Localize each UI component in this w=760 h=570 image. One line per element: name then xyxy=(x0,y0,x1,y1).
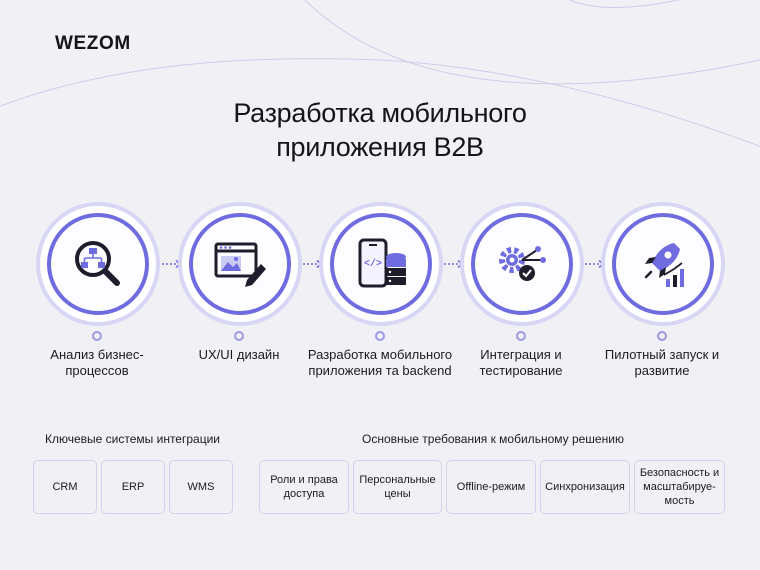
mobile-backend-icon: </> xyxy=(358,238,406,288)
process-analysis-icon xyxy=(75,241,120,286)
step-4-circle xyxy=(460,202,584,326)
step-3-icon-holder: </> xyxy=(330,213,432,315)
integration-chip-erp: ERP xyxy=(101,460,165,514)
step-1-label: Анализ бизнес-процессов xyxy=(50,347,144,378)
step-5-circle xyxy=(601,202,725,326)
requirement-chip-offline: Offline-режим xyxy=(446,460,536,514)
page-title: Разработка мобильного приложения B2B xyxy=(0,96,760,164)
step-3-circle: </> xyxy=(319,202,443,326)
integration-chip-crm: CRM xyxy=(33,460,97,514)
step-4-dot xyxy=(516,331,526,341)
step-2-dot xyxy=(234,331,244,341)
step-2-label: UX/UI дизайн xyxy=(198,347,280,362)
step-5-label: Пилотный запуск и развитие xyxy=(604,347,720,378)
title-line-1: Разработка мобильного xyxy=(233,98,527,128)
step-3-label: Разработка мобильного приложения та back… xyxy=(307,347,453,378)
step-2-circle xyxy=(178,202,302,326)
requirement-chip-sync: Синхронизация xyxy=(540,460,630,514)
integration-systems-heading: Ключевые системы интеграции xyxy=(45,432,220,446)
step-1-circle xyxy=(36,202,160,326)
requirements-heading: Основные требования к мобильному решению xyxy=(362,432,624,446)
requirement-chip-prices: Персональные цены xyxy=(353,460,442,514)
wezom-logo[interactable]: WEZOM xyxy=(55,33,131,54)
integration-chip-wms: WMS xyxy=(169,460,233,514)
step-1-dot xyxy=(92,331,102,341)
svg-text:</>: </> xyxy=(364,258,382,270)
step-4-icon-holder xyxy=(471,213,573,315)
title-line-2: приложения B2B xyxy=(276,132,484,162)
step-5-icon-holder xyxy=(612,213,714,315)
requirement-chip-security: Безопасность и масштабируе-мость xyxy=(634,460,725,514)
step-3-dot xyxy=(375,331,385,341)
rocket-launch-icon xyxy=(644,243,684,287)
step-1-icon-holder xyxy=(47,213,149,315)
integration-testing-icon xyxy=(499,246,546,281)
step-5-dot xyxy=(657,331,667,341)
ux-ui-design-icon xyxy=(214,242,266,287)
step-2-icon-holder xyxy=(189,213,291,315)
requirement-chip-roles: Роли и права доступа xyxy=(259,460,349,514)
step-4-label: Интеграция и тестирование xyxy=(479,347,563,378)
